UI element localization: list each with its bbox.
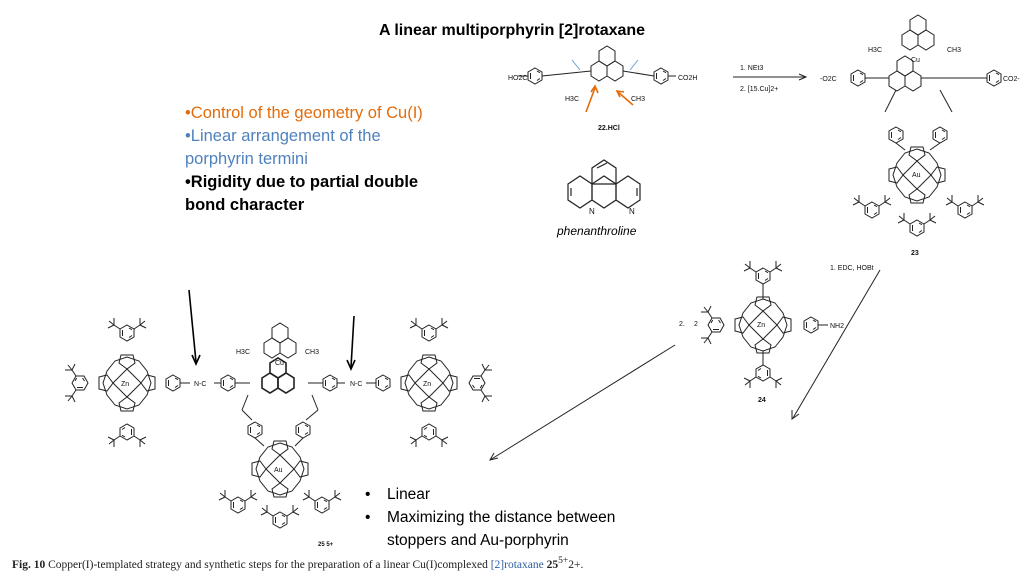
compound-25-structure xyxy=(65,318,492,528)
label-cu-23: Cu xyxy=(911,57,920,64)
label-nh2: NH2 xyxy=(830,323,844,330)
bullet-linear-arrangement: •Linear arrangement of the porphyrin ter… xyxy=(185,127,381,168)
label-o2c: -O2C xyxy=(820,76,837,83)
label-phen-n2: N xyxy=(629,207,635,216)
figure-caption-tail: 2+. xyxy=(568,558,584,571)
label-co2minus: CO2- xyxy=(1003,76,1020,83)
figure-caption-sup: 5+ xyxy=(558,555,569,566)
bullet-marker: • xyxy=(365,509,371,526)
label-zn-right: Zn xyxy=(423,381,431,388)
compound-23-structure xyxy=(850,14,1002,236)
figure-caption-compound: 25 xyxy=(543,558,559,571)
figure-caption-link[interactable]: [2]rotaxane xyxy=(490,558,544,571)
label-h3c-23: H3C xyxy=(868,47,882,54)
label-compound-24: 24 xyxy=(758,397,766,404)
figure-caption: Fig. 10 Copper(I)-templated strategy and… xyxy=(12,555,583,571)
label-ho2c: HO2C xyxy=(508,75,527,82)
figure-caption-text: Copper(I)-templated strategy and synthet… xyxy=(45,558,491,571)
reagent-net3: 1. NEt3 xyxy=(740,65,763,72)
label-zn-left: Zn xyxy=(121,381,129,388)
phenanthroline-structure xyxy=(567,159,641,209)
label-ch3-22: CH3 xyxy=(631,96,645,103)
label-h3c-25: H3C xyxy=(236,349,250,356)
compound-22-structure xyxy=(518,45,676,113)
design-point-distance: • Maximizing the distance between xyxy=(365,506,615,529)
label-au-23: Au xyxy=(912,172,921,179)
bullet-geometry: •Control of the geometry of Cu(I) xyxy=(185,104,423,122)
arrow-to-25 xyxy=(791,269,881,420)
phenanthroline-caption: phenanthroline xyxy=(557,224,637,238)
label-au-25: Au xyxy=(274,467,283,474)
pointer-arrow-left xyxy=(188,289,201,366)
label-cu-25: Cu xyxy=(275,360,284,367)
design-point-linear-text: Linear xyxy=(387,486,431,503)
label-step2: 2. xyxy=(679,321,685,328)
key-points-list: •Control of the geometry of Cu(I) •Linea… xyxy=(185,102,435,217)
figure-caption-prefix: Fig. 10 xyxy=(12,558,46,571)
label-amide-right: N-C xyxy=(350,381,362,388)
reagent-edc: 1. EDC, HOBt xyxy=(830,265,874,272)
label-amide-left: N-C xyxy=(194,381,206,388)
slide-title: A linear multiporphyrin [2]rotaxane xyxy=(378,22,646,39)
design-points-list: • Linear • Maximizing the distance betwe… xyxy=(365,483,615,552)
label-zn-24: Zn xyxy=(757,322,765,329)
label-two-equiv: 2 xyxy=(694,321,698,328)
design-point-distance-continuation: stoppers and Au-porphyrin xyxy=(387,532,569,549)
reagent-cu: 2. [15.Cu]2+ xyxy=(740,86,778,93)
compound-24-structure xyxy=(701,261,828,388)
bullet-marker: • xyxy=(365,486,371,503)
bullet-rigidity: •Rigidity due to partial double bond cha… xyxy=(185,173,419,214)
label-co2h: CO2H xyxy=(678,75,697,82)
arrow-24-to-25 xyxy=(488,344,676,461)
pointer-arrow-right xyxy=(346,315,356,371)
label-compound-25: 25 5+ xyxy=(318,542,334,548)
label-ch3-23: CH3 xyxy=(947,47,961,54)
label-h3c-22: H3C xyxy=(565,96,579,103)
label-compound-22: 22.HCl xyxy=(598,125,620,132)
label-ch3-25: CH3 xyxy=(305,349,319,356)
arrow-to-23 xyxy=(733,73,808,81)
label-phen-n1: N xyxy=(589,207,595,216)
design-point-linear: • Linear xyxy=(365,483,615,506)
label-compound-23: 23 xyxy=(911,250,919,257)
design-point-distance-text: Maximizing the distance between xyxy=(387,509,616,526)
